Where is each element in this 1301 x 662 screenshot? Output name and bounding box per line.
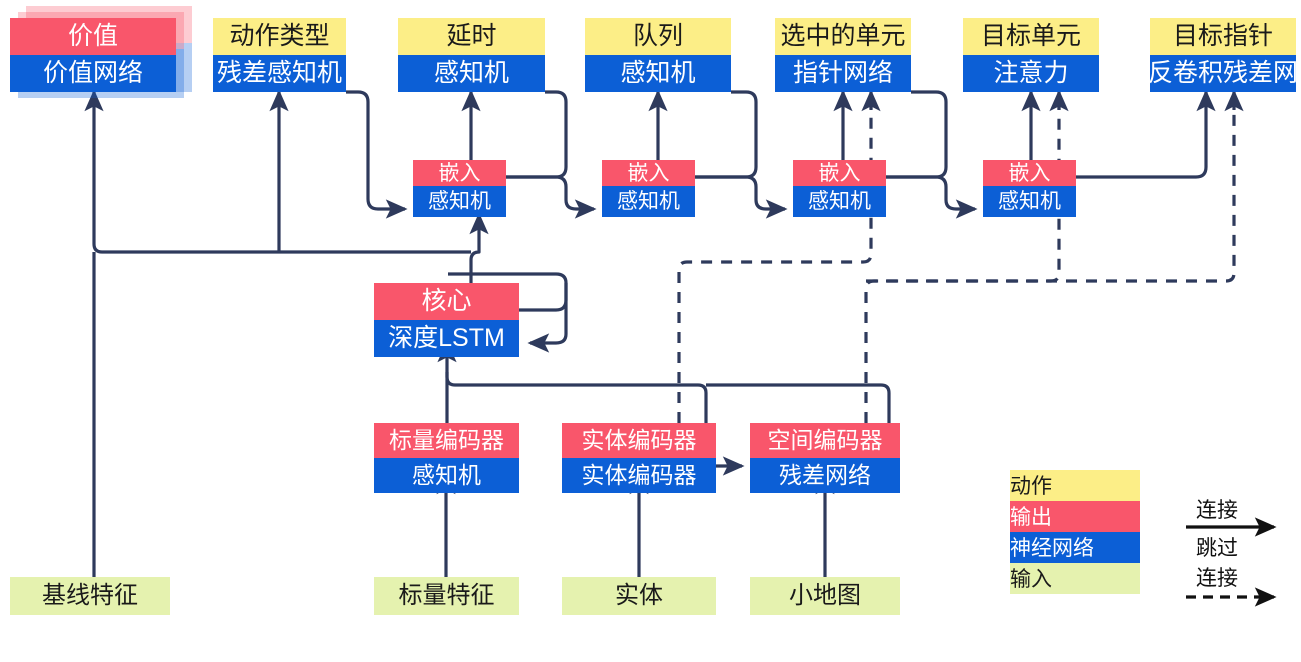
node-embed3: 嵌入感知机	[793, 160, 886, 217]
node-minimap: 小地图	[750, 577, 900, 615]
wire-queued-to-embed2	[695, 90, 758, 179]
node-embed3-network-label: 感知机	[793, 186, 886, 217]
node-embed2: 嵌入感知机	[602, 160, 695, 217]
wire-delay-to-embed1	[506, 90, 568, 179]
node-delay-network-label: 感知机	[398, 55, 545, 92]
node-embed4: 嵌入感知机	[983, 160, 1076, 217]
node-embed2-network-label: 感知机	[602, 186, 695, 217]
node-target_ptr-network-label: 反卷积残差网	[1148, 55, 1298, 92]
wire-embed4-to-target-pointer	[1076, 89, 1216, 179]
wire-spatial-encoder-to-bus	[706, 383, 891, 423]
node-entities-label: 实体	[562, 577, 716, 615]
node-selected: 选中的单元指针网络	[775, 18, 911, 92]
node-target_ptr-label: 目标指针	[1150, 18, 1296, 55]
node-minimap-label: 小地图	[750, 577, 900, 615]
skip-spatial-encoder-to-target-unit	[864, 92, 1061, 423]
node-queued-network-label: 感知机	[585, 55, 731, 92]
node-baseline_features: 基线特征	[10, 577, 170, 615]
legend-network: 神经网络	[1010, 532, 1140, 563]
node-embed3-label: 嵌入	[793, 160, 886, 186]
skip-entity-encoder-to-selected	[677, 92, 873, 423]
node-queued-label: 队列	[585, 18, 731, 55]
legend-connection-label: 连接	[1196, 499, 1238, 522]
legend-action: 动作	[1010, 470, 1140, 501]
legend-input: 输入	[1010, 563, 1140, 594]
node-embed1: 嵌入感知机	[413, 160, 506, 217]
legend-skip-label-line1: 跳过	[1196, 537, 1238, 560]
node-scalar_encoder-network-label: 感知机	[374, 458, 519, 493]
node-embed4-label: 嵌入	[983, 160, 1076, 186]
node-scalar_features-label: 标量特征	[374, 577, 519, 615]
node-baseline_features-label: 基线特征	[10, 577, 170, 615]
node-embed2-label: 嵌入	[602, 160, 695, 186]
node-entity_encoder: 实体编码器实体编码器	[562, 423, 716, 493]
node-spatial_encoder-label: 空间编码器	[750, 423, 900, 458]
legend-skip-label-line2: 连接	[1196, 567, 1238, 590]
wire-embed2-to-embed3	[695, 175, 788, 219]
wire-core-recurrent-return	[527, 283, 568, 353]
node-queued: 队列感知机	[585, 18, 731, 92]
legend-color-key: 动作输出神经网络输入	[1010, 470, 1140, 594]
node-core-network-label: 深度LSTM	[374, 320, 519, 357]
node-action_type-network-label: 残差感知机	[213, 55, 346, 92]
legend-output: 输出	[1010, 501, 1140, 532]
node-scalar_encoder: 标量编码器感知机	[374, 423, 519, 493]
node-selected-network-label: 指针网络	[775, 55, 911, 92]
node-scalar_features: 标量特征	[374, 577, 519, 615]
node-entities: 实体	[562, 577, 716, 615]
node-core: 核心深度LSTM	[374, 283, 519, 357]
node-scalar_encoder-label: 标量编码器	[374, 423, 519, 458]
node-target_ptr: 目标指针反卷积残差网	[1148, 18, 1298, 92]
wire-selected-to-embed3	[886, 90, 948, 179]
node-target_unit-network-label: 注意力	[963, 55, 1099, 92]
node-action_type: 动作类型残差感知机	[213, 18, 346, 92]
node-entity_encoder-label: 实体编码器	[562, 423, 716, 458]
wire-embed1-to-embed2	[506, 175, 597, 219]
wire-embed3-to-embed4	[886, 175, 978, 219]
node-delay: 延时感知机	[398, 18, 545, 92]
node-selected-label: 选中的单元	[775, 18, 911, 55]
node-entity_encoder-network-label: 实体编码器	[562, 458, 716, 493]
node-embed4-network-label: 感知机	[983, 186, 1076, 217]
wire-encoders-merge-bus	[445, 372, 708, 423]
wire-core-to-embed1	[469, 212, 489, 283]
node-action_type-label: 动作类型	[213, 18, 346, 55]
node-embed1-label: 嵌入	[413, 160, 506, 186]
node-core-label: 核心	[374, 283, 519, 320]
node-spatial_encoder: 空间编码器残差网络	[750, 423, 900, 493]
node-delay-label: 延时	[398, 18, 545, 55]
node-target_unit: 目标单元注意力	[963, 18, 1099, 92]
node-target_unit-label: 目标单元	[963, 18, 1099, 55]
node-value: 价值价值网络	[10, 18, 176, 92]
node-embed1-network-label: 感知机	[413, 186, 506, 217]
node-value-network-label: 价值网络	[10, 55, 176, 92]
node-value-label: 价值	[10, 18, 176, 55]
wire-action-type-to-embed1	[346, 90, 408, 219]
node-spatial_encoder-network-label: 残差网络	[750, 458, 900, 493]
